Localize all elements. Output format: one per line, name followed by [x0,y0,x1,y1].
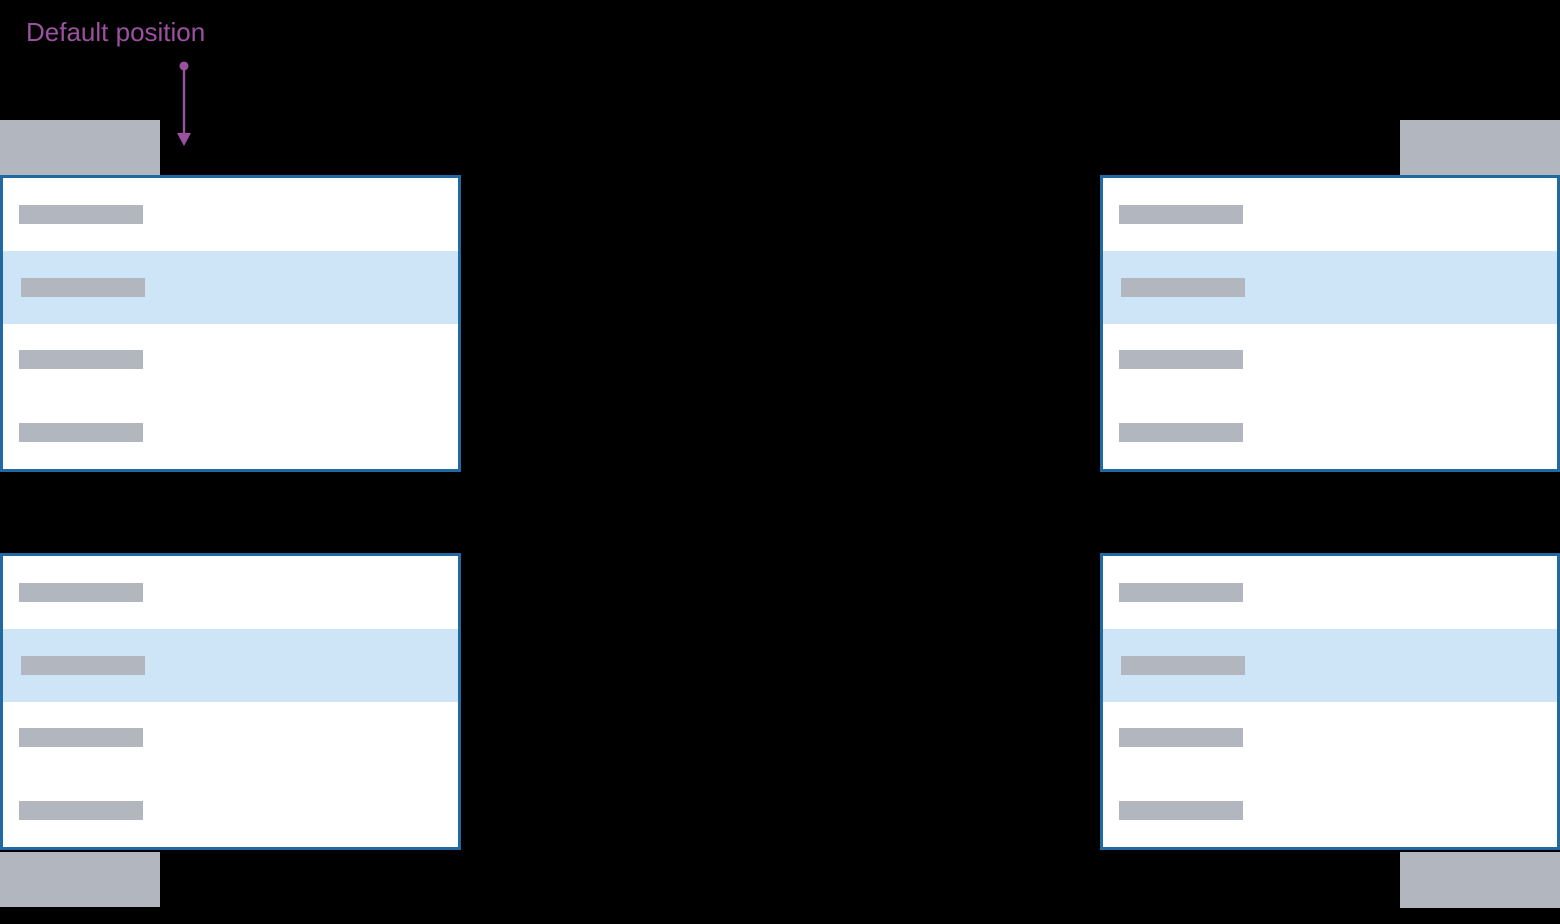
menu-item[interactable] [1103,396,1557,469]
dropdown-menu [1100,175,1560,472]
dropdown-menu [0,175,461,472]
dropdown-trigger[interactable] [1400,852,1560,908]
menu-item[interactable] [1103,178,1557,251]
menu-item-selected[interactable] [3,250,458,324]
menu-item[interactable] [3,324,458,397]
dropdown-trigger[interactable] [0,120,160,175]
dropdown-trigger[interactable] [0,852,160,907]
menu-item[interactable] [3,396,458,469]
menu-item-placeholder [19,801,143,821]
menu-item-placeholder [21,655,145,675]
arrow-down-icon [177,61,191,146]
menu-item-placeholder [1119,423,1243,443]
menu-item-placeholder [19,582,143,602]
menu-item-placeholder [1119,801,1243,821]
menu-item[interactable] [1103,702,1557,775]
menu-item[interactable] [3,178,458,251]
menu-item-placeholder [19,350,143,370]
menu-item-placeholder [1119,728,1243,748]
menu-item-placeholder [21,277,145,297]
menu-item-placeholder [19,728,143,748]
menu-item-selected[interactable] [1103,250,1557,324]
menu-item[interactable] [3,774,458,847]
menu-item-placeholder [1119,204,1243,224]
menu-item[interactable] [1103,774,1557,847]
menu-item-selected[interactable] [3,628,458,702]
menu-item-placeholder [19,423,143,443]
menu-item-placeholder [1121,655,1245,675]
dropdown-menu [0,553,461,850]
menu-item[interactable] [1103,556,1557,629]
menu-item[interactable] [3,556,458,629]
menu-item-placeholder [1119,582,1243,602]
menu-item-selected[interactable] [1103,628,1557,702]
menu-item-placeholder [1119,350,1243,370]
menu-item-placeholder [1121,277,1245,297]
dropdown-menu [1100,553,1560,850]
annotation-default-position-label: Default position [26,17,206,47]
menu-item-placeholder [19,204,143,224]
dropdown-trigger[interactable] [1400,120,1560,175]
menu-item[interactable] [3,702,458,775]
menu-item[interactable] [1103,324,1557,397]
